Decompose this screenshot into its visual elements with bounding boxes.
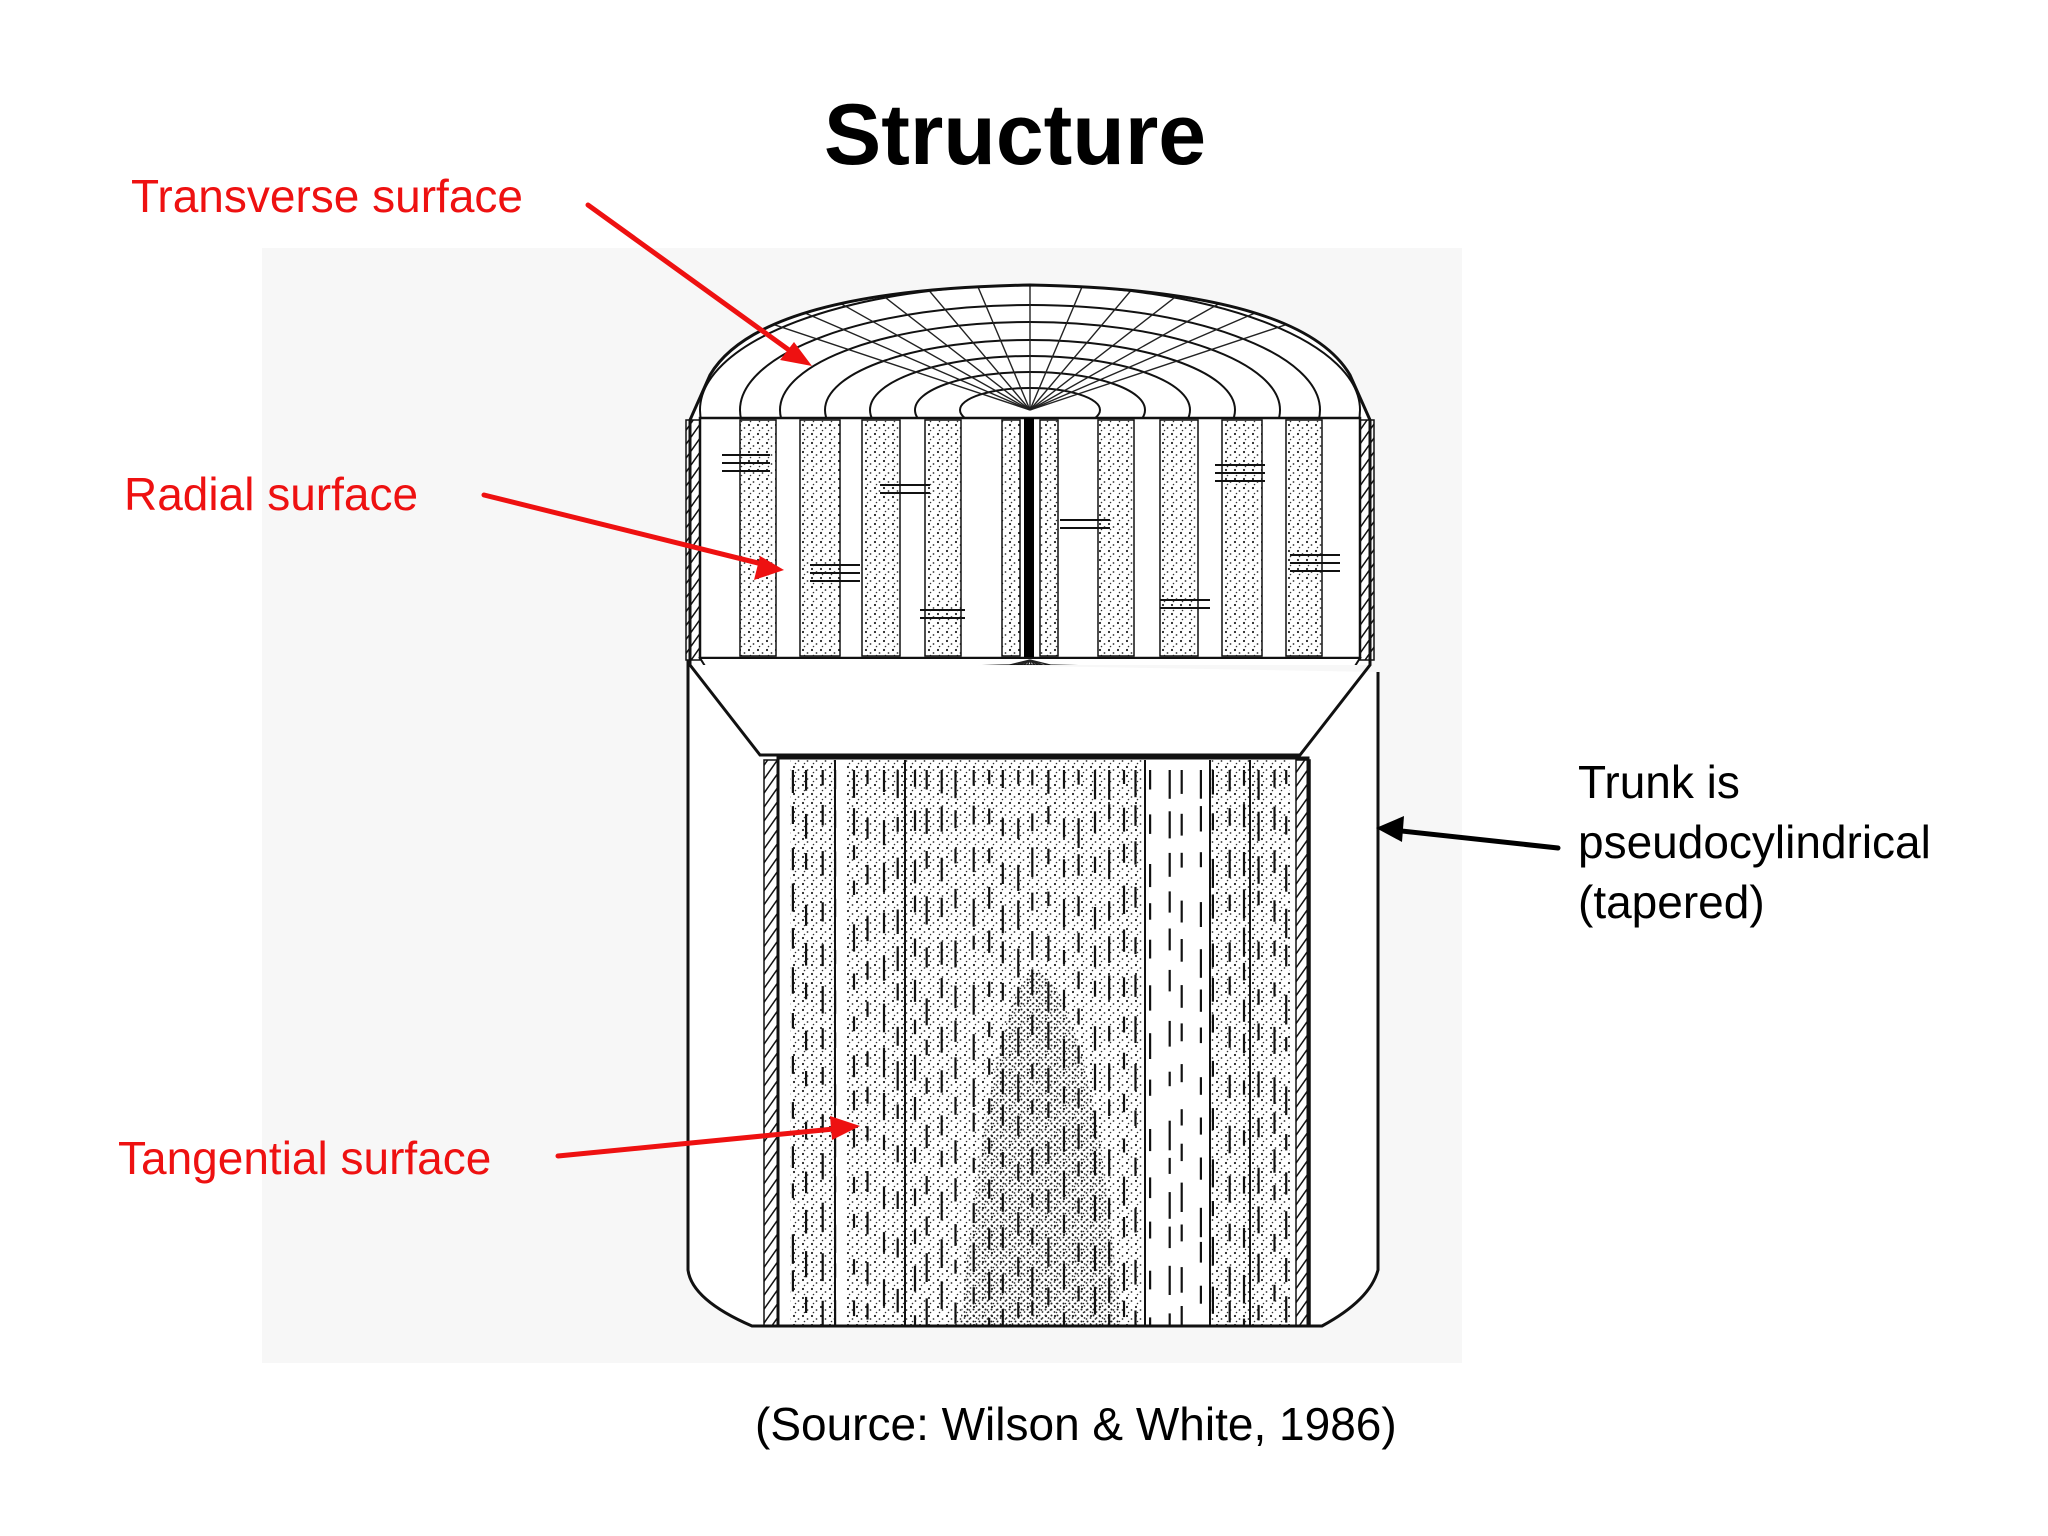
transverse-arrow <box>585 202 812 366</box>
trunk-label: Trunk is pseudocylindrical (tapered) <box>1578 752 1931 932</box>
radial-surface-label: Radial surface <box>124 468 419 520</box>
transverse-surface-label: Transverse surface <box>131 170 523 222</box>
tangential-panel <box>763 756 1311 1328</box>
trunk-label-line-1: Trunk is <box>1578 756 1740 808</box>
trunk-arrow <box>1376 816 1561 851</box>
cap <box>690 285 1370 665</box>
radial-arrow <box>481 492 784 580</box>
source-citation: (Source: Wilson & White, 1986) <box>755 1398 1397 1450</box>
cap-outline <box>688 283 1372 757</box>
trunk-label-line-2: pseudocylindrical <box>1578 816 1931 868</box>
tangential-surface-label: Tangential surface <box>118 1132 492 1184</box>
callout-arrows <box>481 202 1561 1159</box>
tangential-arrow <box>555 1116 860 1159</box>
cap-bark-left <box>685 419 701 661</box>
page-title: Structure <box>823 87 1207 183</box>
cap-bark-right <box>1359 419 1375 661</box>
trunk-label-line-3: (tapered) <box>1578 876 1765 928</box>
